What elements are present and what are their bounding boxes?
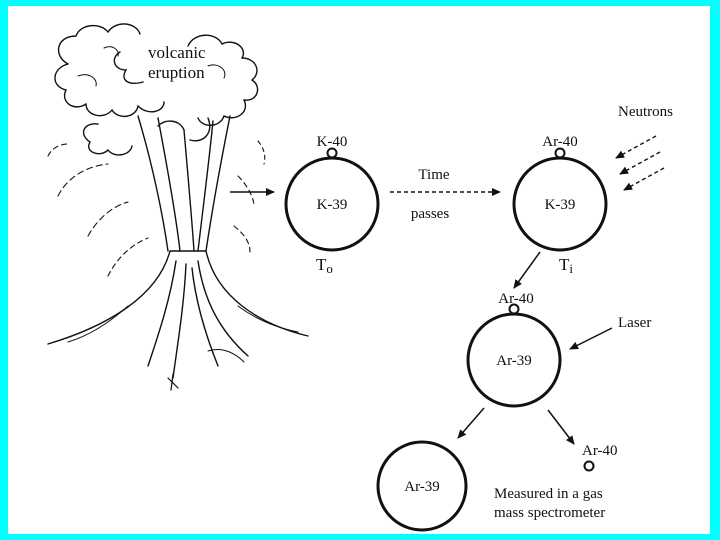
stage1-isotope-dot	[326, 147, 338, 159]
eruption-cloud	[54, 23, 259, 156]
mountain	[47, 250, 309, 391]
stage1-inner-isotope: K-39	[317, 197, 348, 213]
stage3-inner-isotope: Ar-39	[496, 353, 532, 369]
volcano-illustration	[47, 23, 309, 391]
neutron-arrows	[615, 135, 665, 191]
stage4-circle	[376, 440, 468, 532]
arrow-irradiated-to-laser	[513, 251, 541, 289]
stage4-isotope-dot	[583, 460, 595, 472]
ash-plume	[137, 115, 231, 252]
stage1-top-isotope: K-40	[317, 134, 348, 150]
volcano-label-line2: eruption	[148, 63, 205, 82]
diagram-frame: volcanic eruption K-40 K-39 To Time pass…	[8, 6, 710, 534]
stage2-atom: Ar-40 K-39 Ti	[512, 134, 608, 276]
stage1-time-label: To	[316, 255, 333, 276]
transition-line1: Time	[418, 167, 449, 183]
transition-line2: passes	[411, 206, 449, 222]
measurement-caption-line1: Measured in a gas	[494, 486, 603, 502]
ejecta-arcs	[47, 140, 266, 277]
stage2-inner-isotope: K-39	[545, 197, 576, 213]
arrow-to-ar39	[457, 407, 485, 439]
stage2-isotope-dot	[554, 147, 566, 159]
laser-arrow	[569, 327, 613, 350]
stage2-top-isotope: Ar-40	[542, 134, 578, 150]
stage4-left-atom: Ar-39	[376, 440, 468, 532]
laser-label: Laser	[618, 315, 651, 331]
stage1-atom: K-40 K-39 To	[284, 134, 380, 276]
argon-dating-diagram: volcanic eruption K-40 K-39 To Time pass…	[47, 23, 673, 532]
stage4-inner-isotope: Ar-39	[404, 479, 440, 495]
stage3-isotope-dot	[508, 303, 520, 315]
stage3-top-isotope: Ar-40	[498, 291, 534, 307]
volcano-label-line1: volcanic	[148, 43, 206, 62]
measurement-caption-line2: mass spectrometer	[494, 505, 605, 521]
stage3-atom: Ar-40 Ar-39	[466, 291, 562, 408]
stage2-time-label: Ti	[559, 255, 573, 276]
arrow-to-ar40	[547, 409, 575, 445]
neutrons-label: Neutrons	[618, 104, 673, 120]
stage4-right-isotope: Ar-40	[582, 443, 618, 459]
